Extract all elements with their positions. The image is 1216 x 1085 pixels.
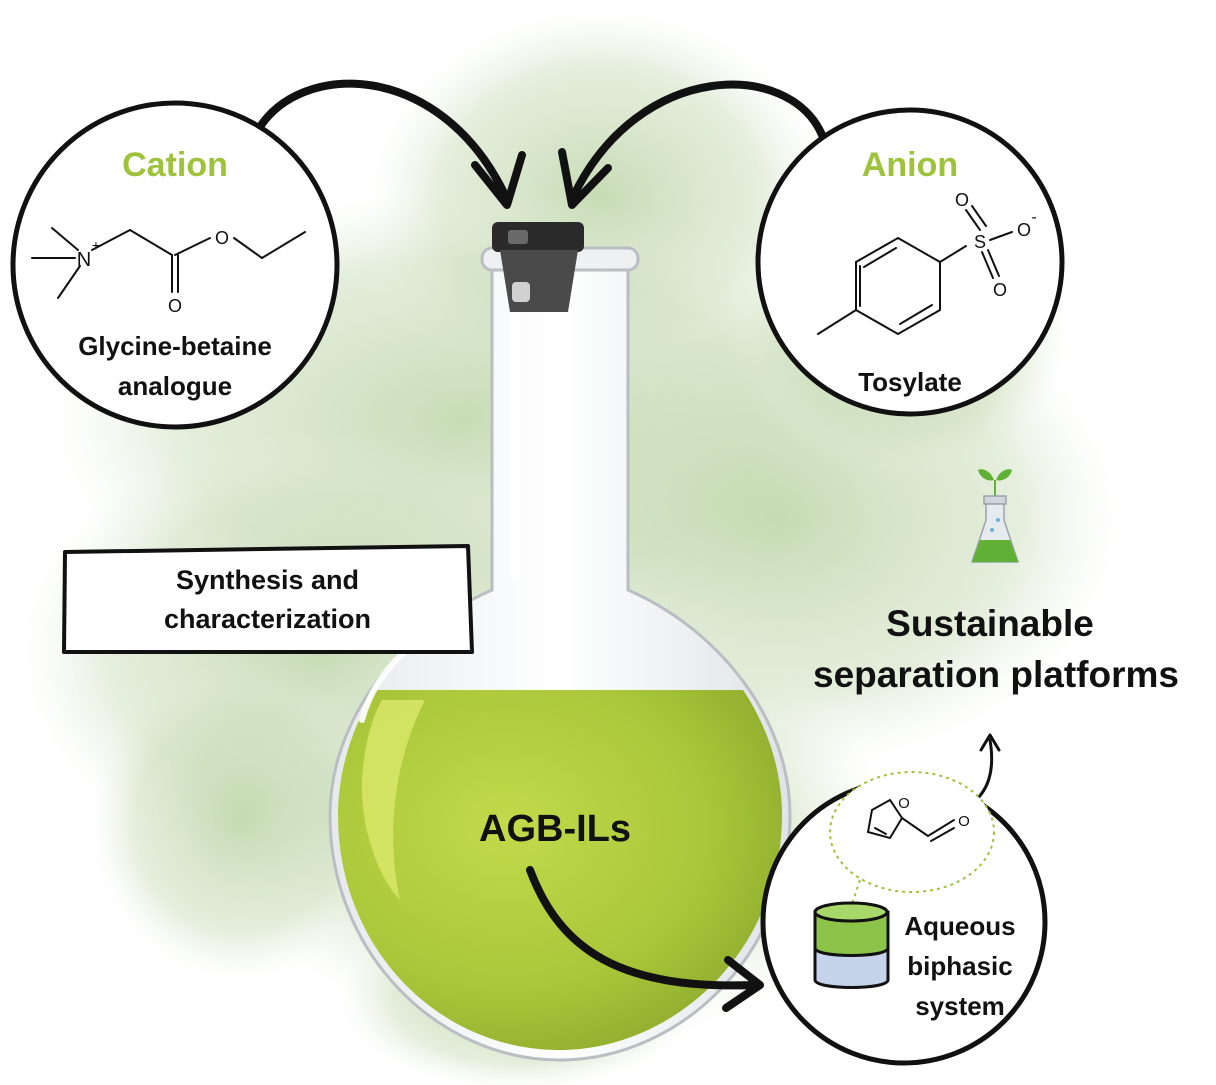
- anion-atom-o3: O: [993, 280, 1007, 300]
- arrow-flask-to-abs: [526, 866, 764, 1012]
- cation-atom-n: N: [77, 249, 91, 271]
- flask: [328, 246, 792, 1062]
- synthesis-label-line1: Synthesis and: [175, 565, 360, 595]
- biphasic-cylinder-icon: [813, 901, 890, 989]
- cation-caption-line1: Glycine-betaine: [78, 331, 272, 361]
- anion-atom-s: S: [974, 232, 986, 252]
- anion-atom-o2: O: [1017, 220, 1031, 240]
- furfural-atom-o-ring: O: [898, 795, 910, 812]
- anion-circle: [755, 107, 1065, 417]
- cation-charge: +: [92, 237, 100, 253]
- cation-structure: [31, 227, 306, 299]
- abs-caption-line1: Aqueous: [904, 911, 1016, 941]
- cation-atom-o-ester: O: [215, 228, 229, 248]
- arrow-anion-to-flask: [558, 80, 826, 209]
- cation-caption-line2: analogue: [117, 371, 233, 401]
- flask-stopper: [492, 222, 584, 312]
- cation-title: Cation: [122, 146, 228, 184]
- plant-flask-icon: [970, 469, 1020, 563]
- abs-caption-line3: system: [915, 991, 1005, 1021]
- anion-title: Anion: [861, 146, 959, 184]
- anion-charge: -: [1031, 209, 1036, 226]
- synthesis-label-line2: characterization: [163, 604, 372, 634]
- arrow-cation-to-flask: [254, 79, 526, 209]
- anion-structure: [817, 205, 1013, 336]
- cation-circle: [10, 100, 340, 430]
- sustainable-line2: separation platforms: [813, 654, 1179, 695]
- furfural-atom-o-aldehyde: O: [958, 813, 970, 830]
- flask-label: AGB-ILs: [479, 808, 631, 850]
- cation-atom-o-carbonyl: O: [168, 296, 182, 316]
- synthesis-box: [62, 544, 474, 654]
- abs-caption-line2: biphasic: [907, 951, 1013, 981]
- sustainable-line1: Sustainable: [886, 603, 1094, 644]
- anion-atom-o1: O: [955, 190, 969, 210]
- furfural-bubble: O O: [829, 771, 995, 905]
- anion-caption: Tosylate: [858, 367, 962, 397]
